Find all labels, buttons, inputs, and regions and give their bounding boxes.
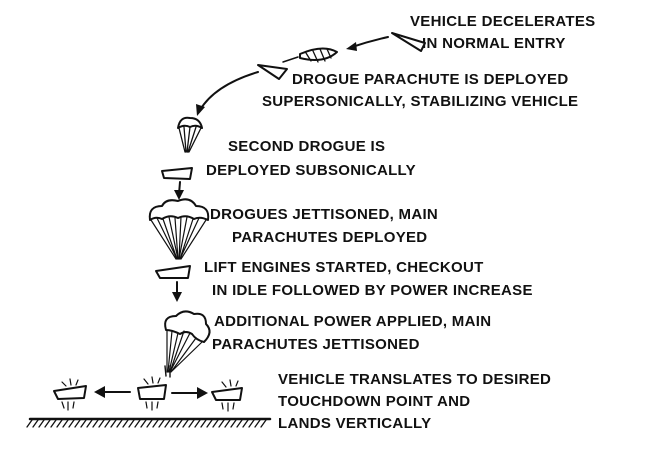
arrow-translate-left <box>94 386 131 398</box>
caption-power-line2: PARACHUTES JETTISONED <box>212 336 420 353</box>
vehicle-drogue-icon <box>257 64 288 80</box>
caption-drogue: DROGUE PARACHUTE IS DEPLOYED SUPERSONICA… <box>262 71 578 110</box>
caption-engines: LIFT ENGINES STARTED, CHECKOUT IN IDLE F… <box>204 259 533 299</box>
caption-entry-line2: IN NORMAL ENTRY <box>422 35 566 52</box>
ground-line <box>26 417 272 428</box>
caption-second-drogue: SECOND DROGUE IS DEPLOYED SUBSONICALLY <box>206 138 416 179</box>
caption-power-line1: ADDITIONAL POWER APPLIED, MAIN <box>214 313 491 330</box>
arrow-translate-right <box>171 387 208 399</box>
caption-engines-line1: LIFT ENGINES STARTED, CHECKOUT <box>204 259 484 276</box>
vehicle-left-icon <box>53 378 87 411</box>
drogue-parachute-icon <box>299 47 338 63</box>
arrow-main-deploy-down <box>172 281 182 302</box>
caption-main-deploy-line1: DROGUES JETTISONED, MAIN <box>210 206 438 223</box>
caption-drogue-line2: SUPERSONICALLY, STABILIZING VEHICLE <box>262 93 578 110</box>
vehicle-center-icon <box>137 376 167 411</box>
arrow-drogue-to-vehicle <box>282 56 299 63</box>
caption-entry-line1: VEHICLE DECELERATES <box>410 13 595 30</box>
caption-landing-line1: VEHICLE TRANSLATES TO DESIRED <box>278 371 551 388</box>
caption-drogue-line1: DROGUE PARACHUTE IS DEPLOYED <box>292 71 568 88</box>
caption-engines-line2: IN IDLE FOLLOWED BY POWER INCREASE <box>212 282 533 299</box>
arrow-second-drogue-down <box>174 181 184 200</box>
descent-path-curve <box>196 71 259 116</box>
jettisoned-parachutes-icon <box>164 310 211 378</box>
second-drogue-icon <box>177 116 203 153</box>
caption-power: ADDITIONAL POWER APPLIED, MAIN PARACHUTE… <box>212 313 491 353</box>
vehicle-right-icon <box>211 379 243 412</box>
caption-landing: VEHICLE TRANSLATES TO DESIRED TOUCHDOWN … <box>278 371 551 432</box>
caption-second-drogue-line2: DEPLOYED SUBSONICALLY <box>206 162 416 179</box>
caption-main-deploy: DROGUES JETTISONED, MAIN PARACHUTES DEPL… <box>210 206 438 246</box>
main-parachutes-icon <box>148 198 210 260</box>
vehicle-second-drogue-icon <box>161 167 193 180</box>
vehicle-main-deploy-icon <box>155 265 191 279</box>
vehicle-entry-icon <box>391 32 426 52</box>
caption-landing-line2: TOUCHDOWN POINT AND <box>278 393 470 410</box>
caption-landing-line3: LANDS VERTICALLY <box>278 415 431 432</box>
arrow-entry-to-drogue <box>346 36 389 51</box>
caption-entry: VEHICLE DECELERATES IN NORMAL ENTRY <box>410 13 595 52</box>
caption-second-drogue-line1: SECOND DROGUE IS <box>228 138 385 155</box>
caption-main-deploy-line2: PARACHUTES DEPLOYED <box>232 229 427 246</box>
